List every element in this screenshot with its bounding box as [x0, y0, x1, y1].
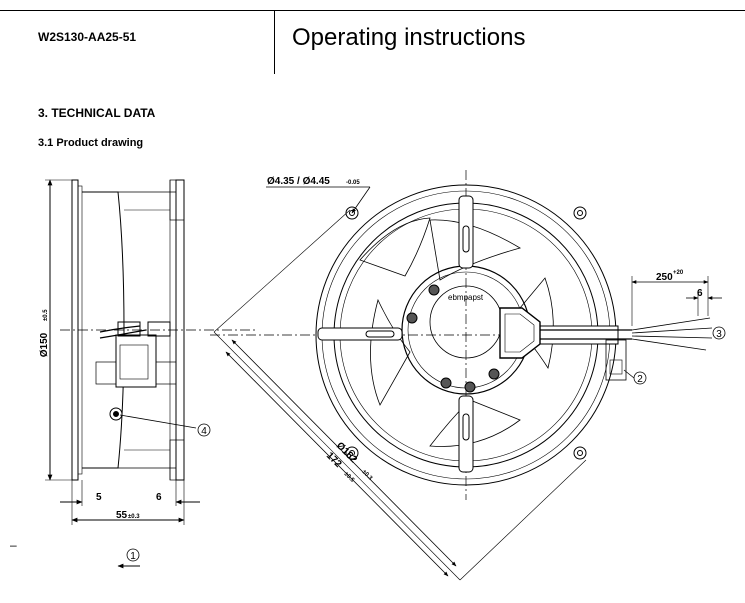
hole-dim-label: Ø4.35 / Ø4.45 [267, 176, 330, 187]
front-view-dimensions [213, 186, 722, 581]
hole-dim-tolerance: -0.05 [346, 180, 360, 186]
side-view [45, 179, 255, 569]
svg-text:1: 1 [130, 551, 136, 562]
callout-3: 3 [712, 326, 726, 340]
callout-2: 2 [633, 371, 647, 385]
header-top-rule [0, 10, 745, 11]
callout-4: 4 [197, 423, 211, 437]
model-number: W2S130-AA25-51 [38, 30, 137, 44]
front-view [210, 170, 713, 500]
side-dim-6: 6 [156, 492, 162, 503]
section-heading: 3. TECHNICAL DATA [38, 106, 156, 120]
side-dim-5: 5 [96, 492, 102, 503]
depth-55-label: 55 [116, 510, 128, 521]
svg-text:4: 4 [201, 426, 207, 437]
brand-label: ebmpapst [448, 293, 484, 302]
diameter-162-tolerance: ±0.3 [361, 469, 374, 482]
svg-text:2: 2 [637, 374, 643, 385]
callouts: 1 2 3 4 [126, 326, 726, 562]
header-divider [274, 10, 275, 74]
lead-length-label: 250 [656, 272, 673, 283]
subsection-heading: 3.1 Product drawing [38, 137, 144, 149]
strip-length-label: 6 [697, 288, 703, 299]
callout-4-leader [119, 414, 197, 429]
depth-55-tolerance: ±0.3 [128, 514, 140, 520]
document-title: Operating instructions [292, 24, 526, 51]
margin-mark: – [10, 538, 17, 552]
svg-text:3: 3 [716, 329, 722, 340]
diameter-150-tolerance: ±0.5 [43, 309, 49, 321]
diameter-150-label: Ø150 [39, 332, 50, 357]
callout-1: 1 [126, 548, 140, 562]
lead-length-tolerance: +20 [673, 270, 684, 276]
